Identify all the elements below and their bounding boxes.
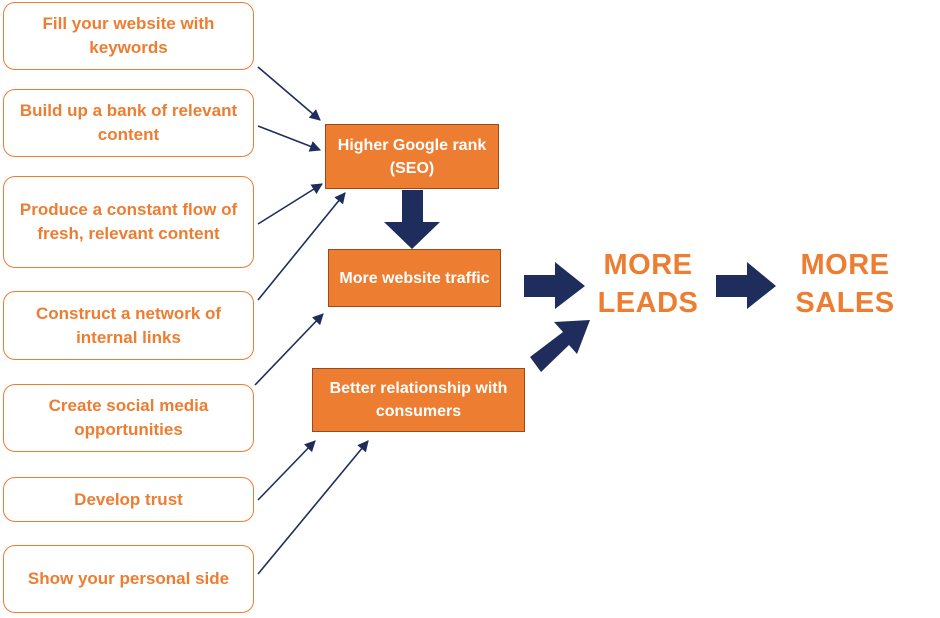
tactic-keywords: Fill your website with keywords	[3, 2, 254, 70]
outcome-seo: Higher Google rank (SEO)	[325, 124, 499, 189]
outcome-relationship: Better relationship with consumers	[312, 368, 525, 432]
outcome-seo-label: Higher Google rank (SEO)	[337, 136, 487, 177]
tactic-social-media: Create social media opportunities	[3, 384, 254, 452]
result-more-sales: MORE SALES	[795, 249, 895, 319]
tactic-internal-links-label: Construct a network of internal links	[35, 303, 222, 347]
connector-personal-to-relationship	[257, 440, 369, 575]
connector-bank-to-seo	[257, 125, 322, 152]
tactic-trust: Develop trust	[3, 477, 254, 522]
tactic-personal-side-label: Show your personal side	[27, 569, 230, 588]
block-arrow-traffic-to-leads	[524, 262, 585, 309]
tactic-trust-label: Develop trust	[74, 489, 183, 509]
tactic-fresh-content: Produce a constant flow of fresh, releva…	[3, 176, 254, 268]
connector-social-to-traffic	[254, 313, 324, 386]
tactic-personal-side: Show your personal side	[3, 545, 254, 613]
block-arrow-leads-to-sales	[716, 262, 776, 309]
tactic-keywords-label: Fill your website with keywords	[42, 14, 215, 57]
tactic-fresh-content-label: Produce a constant flow of fresh, releva…	[19, 200, 238, 243]
connector-trust-to-relationship	[257, 440, 316, 501]
connector-keywords-to-seo	[257, 66, 321, 121]
tactic-content-bank-label: Build up a bank of relevant content	[19, 101, 238, 144]
block-arrow-seo-to-traffic	[384, 190, 440, 249]
connector-internal-links-to-seo	[257, 192, 346, 301]
outcome-traffic: More website traffic	[328, 249, 501, 307]
outcome-traffic-label: More website traffic	[339, 269, 490, 287]
result-more-leads: MORE LEADS	[597, 249, 699, 319]
tactic-social-media-label: Create social media opportunities	[48, 396, 209, 439]
block-arrow-relationship-to-leads	[530, 320, 590, 372]
tactic-content-bank: Build up a bank of relevant content	[3, 89, 254, 157]
tactic-internal-links: Construct a network of internal links	[3, 291, 254, 360]
outcome-relationship-label: Better relationship with consumers	[329, 380, 508, 420]
connector-fresh-content-to-seo	[257, 183, 323, 225]
